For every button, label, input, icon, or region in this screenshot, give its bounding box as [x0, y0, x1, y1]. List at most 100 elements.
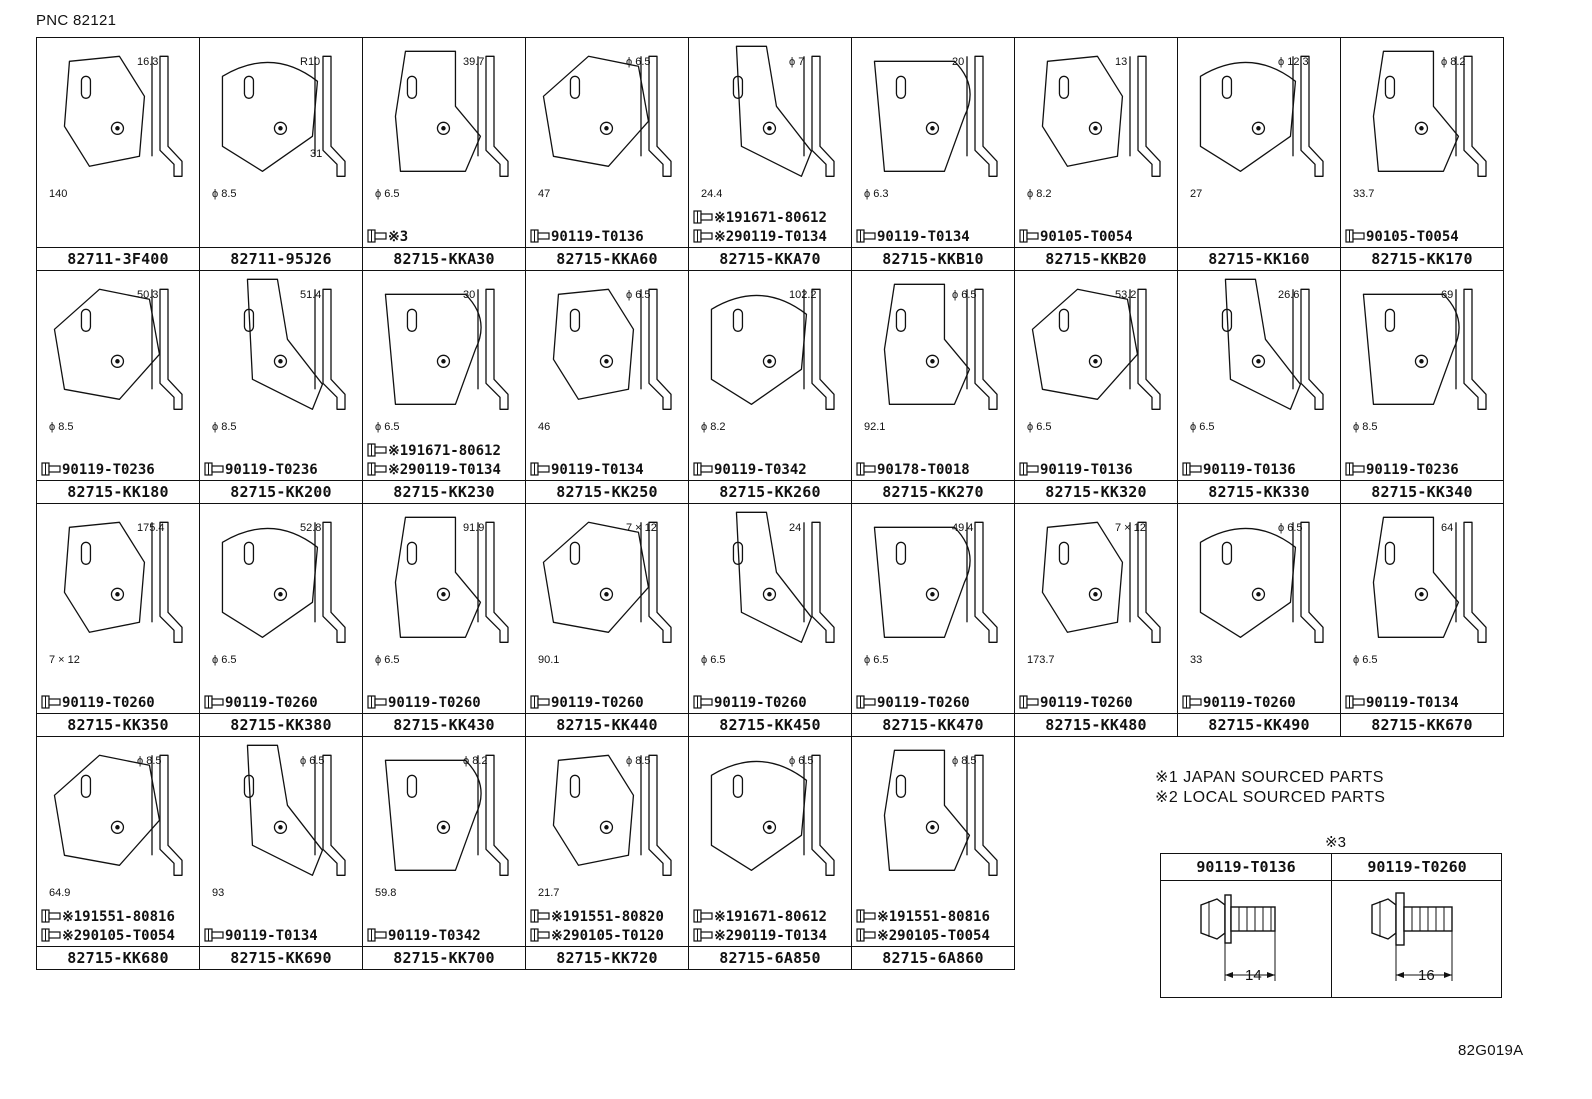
bolt-callout: 90119-T0260 [693, 694, 849, 712]
bolt-part-number: 90119-T0342 [388, 928, 481, 944]
dimension-label: 30 [463, 289, 476, 301]
bolt-callout: ※3 [367, 228, 523, 246]
dimension-label: 49.4 [952, 522, 974, 534]
bolt-icon [693, 462, 713, 476]
part-number: 82715-6A860 [852, 946, 1014, 969]
bracket-drawing [873, 521, 998, 643]
bolt-part-number: 90119-T0342 [714, 462, 807, 478]
dimension-label: ϕ 6.5 [375, 421, 400, 433]
bolt-callout: ※290105-T0120 [530, 927, 686, 945]
sourcing-notes: ※1 JAPAN SOURCED PARTS ※2 LOCAL SOURCED … [1155, 768, 1385, 808]
bolt-icon [1200, 894, 1276, 981]
dimension-label: 173.7 [1027, 654, 1055, 666]
dimension-label: 13 [1115, 56, 1128, 68]
bolt-part-number: 90119-T0260 [388, 695, 481, 711]
bolt-part-number: ※191671-80612 [714, 909, 827, 925]
bolt-callout: 90119-T0136 [530, 228, 686, 246]
bolt-callout: 90119-T0342 [367, 927, 523, 945]
bolt-detail-mark: ※3 [1325, 834, 1346, 851]
dimension-label: ϕ 8.2 [701, 421, 726, 433]
dimension-label: 69 [1441, 289, 1454, 301]
bolt-part-number: ※191671-80612 [388, 443, 501, 459]
bracket-drawing [394, 50, 509, 177]
dimension-label: ϕ 6.5 [1027, 421, 1052, 433]
dimension-label: 53.2 [1115, 289, 1137, 301]
bracket-drawing [1041, 521, 1161, 643]
bolt-icon [367, 928, 387, 942]
bolt-callout: ※290119-T0134 [367, 461, 523, 479]
bolt-part-number: ※191551-80816 [62, 909, 175, 925]
bolt-icon [856, 462, 876, 476]
dimension-label: 92.1 [864, 421, 886, 433]
bolt-icon [41, 462, 61, 476]
dimension-label: ϕ 8.5 [626, 755, 651, 767]
dimension-label: ϕ 8.2 [463, 755, 488, 767]
dimension-label: 59.8 [375, 887, 397, 899]
part-number: 82715-KK490 [1178, 713, 1340, 736]
part-number: 82715-KK330 [1178, 480, 1340, 503]
part-cell: ϕ 8.2 59.8 90119-T0342 82715-KK700 [362, 736, 526, 970]
dimension-label: ϕ 6.5 [1190, 421, 1215, 433]
bracket-drawing [221, 521, 346, 643]
dimension-label: 64 [1441, 522, 1454, 534]
bracket-drawing [243, 278, 346, 410]
dimension-label: 27 [1190, 188, 1203, 200]
dimension-label: ϕ 6.5 [626, 289, 651, 301]
bolt-callout: 90119-T0236 [1345, 461, 1501, 479]
dimension-label: ϕ 6.5 [375, 188, 400, 200]
bolt-part-number: 90119-T0134 [225, 928, 318, 944]
bolt-icon [693, 695, 713, 709]
dimension-label: 33.7 [1353, 188, 1375, 200]
part-number: 82715-KK700 [363, 946, 525, 969]
dimension-label: 20 [952, 56, 965, 68]
bracket-drawing [542, 55, 672, 177]
part-number: 82715-KK230 [363, 480, 525, 503]
bolt-callout: 90119-T0134 [856, 228, 1012, 246]
bracket-drawing [1221, 278, 1324, 410]
part-number: 82715-KK450 [689, 713, 851, 736]
bolt-part-number: 90119-T0260 [1332, 854, 1502, 881]
pnc-label: PNC 82121 [36, 12, 117, 29]
part-number: 82715-KK720 [526, 946, 688, 969]
bolt-part-number: ※290105-T0120 [551, 928, 664, 944]
bracket-drawing [63, 55, 183, 177]
dimension-label: ϕ 6.5 [952, 289, 977, 301]
part-number: 82715-KKA30 [363, 247, 525, 270]
bolt-part-number: 90119-T0236 [1366, 462, 1459, 478]
bolt-part-number: 90119-T0134 [1366, 695, 1459, 711]
part-number: 82715-KK470 [852, 713, 1014, 736]
bolt-callout: 90119-T0260 [1182, 694, 1338, 712]
bolt-callout: ※191671-80612 [367, 442, 523, 460]
bolt-icon [1345, 462, 1365, 476]
dimension-label: ϕ 8.5 [212, 188, 237, 200]
part-number: 82715-KK200 [200, 480, 362, 503]
bolt-callout: 90119-T0260 [41, 694, 197, 712]
bolt-callout: ※191671-80612 [693, 209, 849, 227]
bolt-part-number: ※290119-T0134 [714, 928, 827, 944]
part-number: 82715-6A850 [689, 946, 851, 969]
dimension-label: 16.3 [137, 56, 159, 68]
bolt-part-number: 90119-T0136 [1040, 462, 1133, 478]
bolt-icon [367, 462, 387, 476]
dimension-label: 33 [1190, 654, 1203, 666]
dimension-label: 50.3 [137, 289, 159, 301]
bolt-length-label: 14 [1245, 967, 1262, 984]
part-number: 82715-KKB20 [1015, 247, 1177, 270]
bolt-part-number: 90119-T0260 [551, 695, 644, 711]
dimension-label: ϕ 12.3 [1278, 56, 1309, 68]
bracket-drawing [883, 749, 998, 876]
dimension-label: ϕ 8.2 [1027, 188, 1052, 200]
dimension-label: ϕ 6.5 [701, 654, 726, 666]
